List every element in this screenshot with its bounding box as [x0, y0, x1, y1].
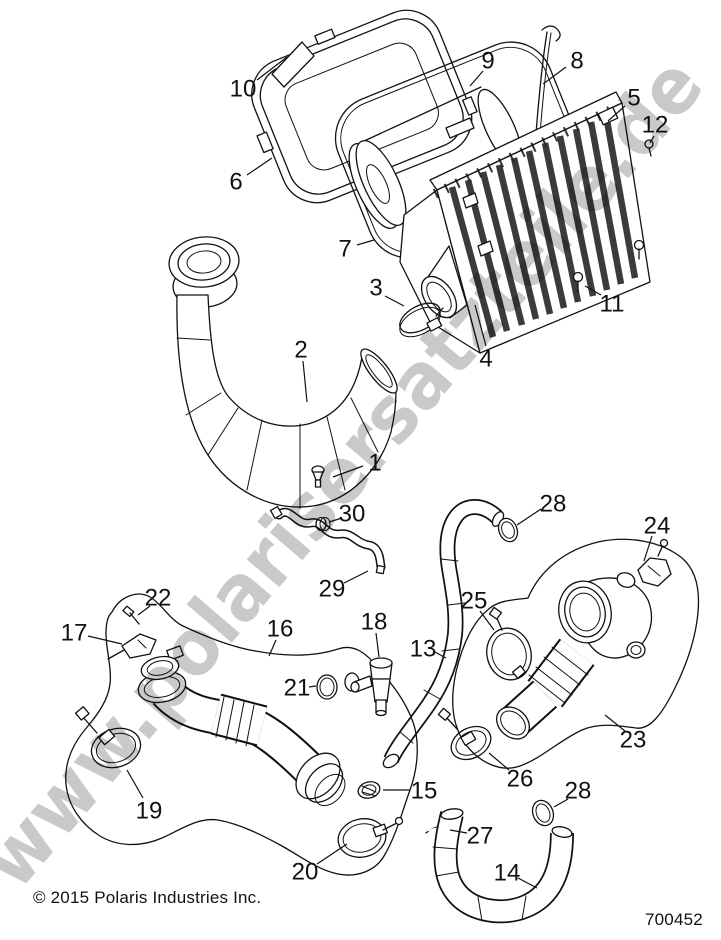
callout-label-18: 18	[361, 609, 388, 636]
callout-label-11: 11	[600, 291, 625, 318]
callout-label-2: 2	[294, 337, 307, 364]
callout-leader-9	[469, 70, 484, 87]
callout-label-5: 5	[627, 85, 640, 112]
callout-leader-4	[474, 304, 487, 347]
callout-label-29: 29	[319, 576, 346, 603]
grommets-21	[316, 672, 360, 700]
callout-label-7: 7	[338, 236, 351, 263]
callout-label-25: 25	[461, 588, 488, 615]
callout-leader-21	[308, 685, 317, 688]
callout-leader-30	[328, 517, 343, 523]
breather-hose	[269, 505, 386, 575]
callout-label-21: 21	[284, 675, 311, 702]
callout-leader-28	[516, 508, 542, 526]
callout-label-6: 6	[229, 169, 242, 196]
cap-15	[357, 781, 381, 799]
callout-label-15: 15	[411, 778, 438, 805]
callout-label-28: 28	[540, 491, 567, 518]
callout-leader-7	[356, 239, 375, 246]
hose-14	[432, 808, 574, 924]
throttle-boot	[496, 572, 652, 740]
clamp-3	[399, 302, 444, 338]
callout-leader-2	[302, 360, 308, 403]
decal	[271, 41, 315, 88]
callout-leader-26	[488, 752, 510, 771]
callout-label-8: 8	[570, 48, 583, 75]
screw-22	[122, 605, 140, 625]
callout-label-12: 12	[642, 112, 669, 139]
filter-bracket	[445, 117, 475, 139]
callout-leader-11	[584, 285, 602, 296]
duct-segment-lines	[176, 337, 379, 509]
callout-leader-8	[542, 66, 567, 85]
grommet-28-upper	[497, 517, 519, 543]
callout-label-3: 3	[369, 275, 382, 302]
assembly-outline-16	[65, 593, 418, 876]
clamp-30	[315, 516, 331, 532]
mounting-screws	[572, 139, 654, 293]
callout-label-10: 10	[230, 76, 257, 103]
grommet-28-lower	[531, 799, 555, 827]
callout-leader-29	[343, 570, 369, 584]
callout-leader-10	[256, 56, 288, 81]
callout-label-17: 17	[61, 620, 88, 647]
callout-leader-27	[449, 829, 468, 834]
callout-leader-3	[384, 295, 405, 307]
callout-leader-12	[649, 135, 655, 144]
callout-leader-14	[517, 877, 538, 889]
fitting-18	[350, 657, 393, 717]
callout-label-1: 1	[368, 450, 381, 477]
callout-leader-23	[604, 714, 626, 732]
callout-label-24: 24	[644, 513, 671, 540]
callout-label-22: 22	[145, 585, 172, 612]
callout-leader-1	[332, 465, 364, 478]
callout-label-27: 27	[467, 823, 494, 850]
callout-leader-13	[434, 651, 447, 659]
elbow-duct	[137, 645, 346, 807]
part-number: 700452	[645, 910, 703, 929]
clamp-20	[337, 816, 404, 858]
callout-label-4: 4	[479, 346, 492, 373]
callout-label-28: 28	[565, 778, 592, 805]
copyright-notice: © 2015 Polaris Industries Inc.	[33, 888, 262, 907]
callout-leader-28	[553, 798, 569, 808]
callout-label-13: 13	[410, 636, 437, 663]
sensor-17	[107, 633, 157, 660]
callout-leader-6	[246, 157, 273, 176]
callout-label-9: 9	[481, 48, 494, 75]
airbox-ribs	[448, 114, 639, 338]
callout-label-23: 23	[620, 727, 647, 754]
vent-hose-13	[382, 499, 505, 769]
callout-leader-16	[268, 639, 277, 657]
callout-leader-19	[126, 769, 144, 799]
clamp-26	[437, 707, 492, 761]
airbox-base	[399, 91, 651, 354]
callout-leader-5	[607, 105, 626, 122]
intake-duct	[168, 236, 398, 509]
callout-label-16: 16	[267, 616, 294, 643]
callout-label-19: 19	[136, 798, 163, 825]
clamp-25	[486, 606, 532, 681]
callout-label-30: 30	[339, 501, 366, 528]
exploded-view-drawing	[65, 9, 700, 924]
callout-leader-20	[316, 843, 348, 865]
airbox-snout	[420, 245, 468, 319]
callout-label-20: 20	[292, 859, 319, 886]
assembly-outline-23	[452, 538, 700, 769]
callout-label-26: 26	[507, 766, 534, 793]
rivet-fastener	[311, 465, 325, 488]
callout-label-14: 14	[494, 860, 521, 887]
sensor-24	[637, 538, 672, 587]
clamp-19	[74, 706, 142, 769]
callout-leader-24	[643, 535, 653, 562]
callout-leader-18	[375, 632, 380, 658]
callout-leader-25	[479, 610, 495, 631]
callout-leader-17	[87, 635, 123, 645]
callout-leader-22	[137, 605, 151, 616]
